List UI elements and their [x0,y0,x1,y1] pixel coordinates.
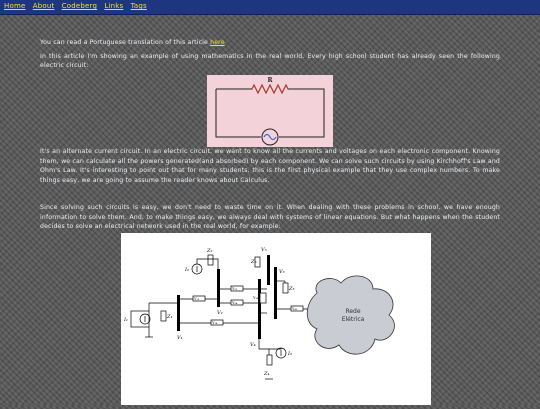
bus-3 [267,255,270,285]
impedance-z3 [282,282,289,294]
admittance-y14 [210,319,224,326]
impedance-z2 [207,254,214,266]
bus-5 [274,267,277,319]
nav-link-codeberg[interactable]: Codeberg [61,2,98,10]
article-body: You can read a Portuguese translation of… [40,38,500,75]
wire-z4 [259,348,270,355]
label-v1: V₁ [177,335,183,341]
admittance-y34 [259,292,267,304]
network-label-line1: Rede [345,308,360,315]
nav-link-home[interactable]: Home [4,2,26,10]
bus-2 [217,269,220,307]
label-z2: Z₂ [206,248,212,254]
impedance-z1 [160,310,167,322]
label-y12: Y₁₂ [193,297,200,301]
label-v2: V₂ [217,310,223,316]
network-label-line2: Elétrica [342,316,365,323]
wire-i2-bus2 [196,258,219,269]
resistor-zigzag [251,83,289,95]
article-body-3: Since solving such circuits is easy, we … [40,203,500,236]
label-y14: Y₁₄ [211,321,218,325]
label-v3: V₃ [279,269,285,275]
label-v4: V₄ [250,342,256,348]
translation-note: You can read a Portuguese translation of… [40,38,500,48]
admittance-y12 [192,295,206,302]
nav-link-about[interactable]: About [32,2,55,10]
resistor-label: R [268,77,274,84]
label-z3: Z₃ [288,286,294,292]
label-y23: Y₂₃ [231,287,238,291]
nav-links: Home About Codeberg Links Tags [4,2,152,10]
impedance-z5 [254,256,261,268]
simple-circuit-diagram: R [215,77,325,146]
nav-link-tags[interactable]: Tags [130,2,147,10]
label-z4: Z₄ [263,371,269,377]
source-i1-box [130,310,150,328]
translation-note-text: You can read a Portuguese translation of… [40,39,211,46]
admittance-y23 [230,285,244,292]
simple-circuit-figure: R [207,75,333,147]
label-z5: Z₅ [250,259,256,265]
label-y24: Y₂₄ [231,301,238,305]
top-navigation-bar: Home About Codeberg Links Tags [0,0,540,15]
translation-link[interactable]: here [210,39,225,46]
label-i2: I₂ [184,267,189,273]
label-y34: Y₃₄ [252,296,259,300]
label-z1: Z₁ [166,314,172,320]
label-i1: I₁ [123,317,128,323]
article-paragraph-1: In this article I'm showing an example o… [40,52,500,70]
article-paragraph-3: Since solving such circuits is easy, we … [40,204,500,231]
electrical-network-figure: V₁ V₂ V₃ V₄ V₅ I₁ Z₁ I₂ Z₂ Y₁₂ Y₂₃ Y₂₄ [121,233,431,405]
label-v5: V₅ [261,247,267,253]
wire-i3 [269,348,282,350]
circuit-wire-left [215,89,261,138]
bus-1 [177,295,180,331]
sine-wave-icon [263,133,277,141]
article-paragraph-2: It's an alternate current circuit. In an… [40,148,500,184]
admittance-y45 [290,305,304,312]
label-y45: Y₄₅ [291,307,298,311]
impedance-z4 [266,354,273,366]
admittance-y24 [230,299,244,306]
nav-link-links[interactable]: Links [104,2,124,10]
label-i3: I₃ [287,351,292,357]
bus-4 [258,279,261,339]
electrical-network-diagram: V₁ V₂ V₃ V₄ V₅ I₁ Z₁ I₂ Z₂ Y₁₂ Y₂₃ Y₂₄ [123,247,395,380]
electrical-network-cloud [306,275,395,355]
article-body-2: It's an alternate current circuit. In an… [40,147,500,189]
source-i1-icon [139,313,151,325]
